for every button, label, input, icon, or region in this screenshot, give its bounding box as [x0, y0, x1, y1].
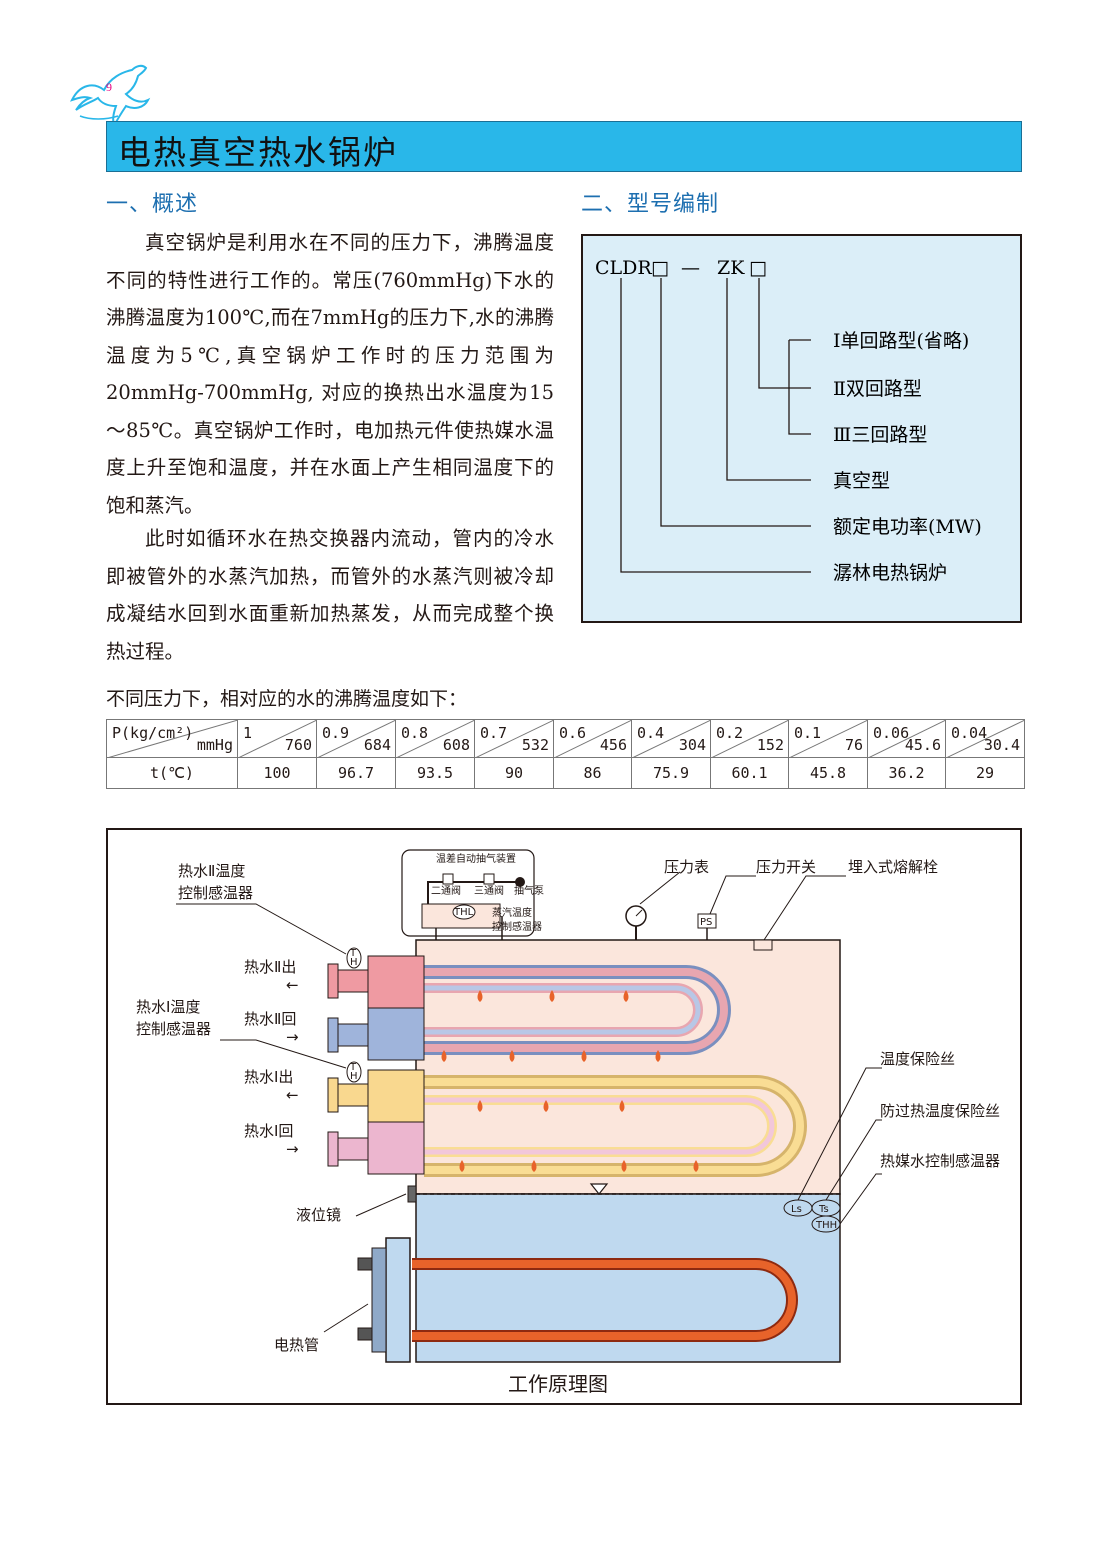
temp-fuse-label: 温度保险丝	[880, 1050, 955, 1068]
ls-label: Ls	[791, 1204, 802, 1215]
temp-cell: 90	[474, 757, 554, 789]
code-box-1: □	[651, 257, 669, 279]
overview-paragraph-2: 此时如循环水在热交换器内流动，管内的冷水即被管外的水蒸汽加热，而管外的水蒸汽则被…	[106, 527, 554, 663]
table-intro: 不同压力下，相对应的水的沸腾温度如下：	[106, 688, 468, 710]
thl-label: THL	[453, 907, 474, 918]
code-dash: —	[681, 257, 700, 279]
steam-sensor-label-1: 蒸汽温度	[492, 906, 532, 919]
th-t-label-2: T	[349, 948, 357, 959]
level-glass-icon	[407, 1185, 417, 1203]
hw1-out-header	[367, 1069, 425, 1123]
fuse-plug-label: 埋入式熔解栓	[848, 858, 938, 876]
temp-cell: 86	[553, 757, 632, 789]
ps-label: PS	[700, 917, 712, 928]
th-t-label-1: T	[349, 1062, 357, 1073]
model-code-diagram: CLDR □ — ZK □ Ⅰ单回路型(省略) Ⅱ双回路型 Ⅲ三回路型 真空型 …	[595, 257, 982, 584]
heater-flange	[385, 1237, 411, 1363]
hw1-sensor-label-1: 热水Ⅰ温度	[136, 998, 200, 1016]
model-label-power: 额定电功率(MW)	[833, 516, 982, 538]
svg-text:←: ←	[286, 1086, 299, 1104]
condensate-drops	[441, 990, 699, 1172]
header-mmhg-label: mmHg	[196, 736, 233, 754]
level-glass-label: 液位镜	[296, 1206, 341, 1224]
temp-cell: 75.9	[631, 757, 711, 789]
hw2-out-label: 热水Ⅱ出	[244, 958, 296, 976]
temp-cell: 60.1	[710, 757, 789, 789]
hw2-back-header	[367, 1007, 425, 1061]
working-principle-diagram: THL 温差自动抽气装置 二通阀 三通阀 抽气泵 蒸汽温度 控制感温器 压力表 …	[136, 849, 1000, 1363]
exhaust-pump-label: 抽气泵	[514, 884, 544, 897]
section-overview-heading: 一、概述	[106, 192, 199, 217]
temp-cell: 96.7	[316, 757, 396, 789]
hw1-out-label: 热水Ⅰ出	[244, 1068, 293, 1086]
model-label-double: Ⅱ双回路型	[833, 378, 922, 400]
svg-text:→: →	[286, 1140, 299, 1158]
pressure-gauge-label: 压力表	[664, 858, 709, 876]
model-code-box	[581, 234, 1022, 623]
temp-cell: 45.8	[788, 757, 868, 789]
model-label-single: Ⅰ单回路型(省略)	[833, 330, 969, 352]
hw2-back-label: 热水Ⅱ回	[244, 1010, 296, 1028]
horse-logo-icon	[70, 64, 151, 129]
table-header-temp: t(℃)	[106, 757, 238, 789]
medium-sensor-label: 热媒水控制感温器	[880, 1152, 1000, 1170]
water-level-icon	[589, 1183, 609, 1195]
hw1-back-header	[367, 1121, 425, 1175]
page-title: 电热真空热水锅炉	[118, 133, 398, 172]
hw2-sensor-label-1: 热水Ⅱ温度	[178, 862, 245, 880]
hw1-back-label: 热水Ⅰ回	[244, 1122, 293, 1140]
temp-cell: 29	[945, 757, 1025, 789]
model-label-brand: 潺林电热锅炉	[833, 562, 947, 584]
code-zk: ZK	[717, 257, 745, 279]
title-bar	[106, 121, 1022, 172]
steam-sensor-label-2: 控制感温器	[492, 920, 542, 933]
hw2-out-header	[367, 955, 425, 1009]
page-number: 9	[106, 80, 112, 94]
th-h-label-2: H	[350, 957, 358, 968]
diagram-caption: 工作原理图	[508, 1372, 608, 1396]
model-label-vacuum: 真空型	[833, 470, 890, 492]
thh-label: THH	[815, 1220, 837, 1231]
temp-cell: 93.5	[395, 757, 475, 789]
overview-paragraph-1: 真空锅炉是利用水在不同的压力下，沸腾温度不同的特性进行工作的。常压(760mmH…	[106, 231, 554, 517]
temp-cell: 100	[237, 757, 317, 789]
fuse-plug-icon	[753, 939, 773, 951]
two-way-valve-label: 二通阀	[431, 884, 461, 897]
pressure-switch-label: 压力开关	[756, 858, 816, 876]
auto-exhaust-device-label: 温差自动抽气装置	[436, 852, 516, 865]
code-cldr: CLDR	[595, 257, 652, 279]
three-way-valve-label: 三通阀	[474, 884, 504, 897]
diagram-frame	[106, 828, 1022, 1405]
hw2-sensor-icon	[346, 947, 362, 969]
heater-label: 电热管	[274, 1336, 319, 1354]
th-h-label-1: H	[350, 1071, 358, 1082]
hw1-sensor-label-2: 控制感温器	[136, 1020, 211, 1038]
model-label-triple: Ⅲ三回路型	[833, 424, 927, 446]
svg-text:←: ←	[286, 976, 299, 994]
header-kg-label: P(kg/cm²)	[112, 724, 194, 742]
temp-cell: 36.2	[867, 757, 946, 789]
section-model-heading: 二、型号编制	[581, 192, 720, 217]
ts-label: Ts	[818, 1204, 829, 1215]
hw1-sensor-icon	[346, 1061, 362, 1083]
svg-text:→: →	[286, 1028, 299, 1046]
overheat-fuse-label: 防过热温度保险丝	[880, 1102, 1000, 1120]
hw2-sensor-label-2: 控制感温器	[178, 884, 253, 902]
table-header-pressure: P(kg/cm²) mmHg	[106, 719, 238, 758]
code-box-2: □	[749, 257, 767, 279]
